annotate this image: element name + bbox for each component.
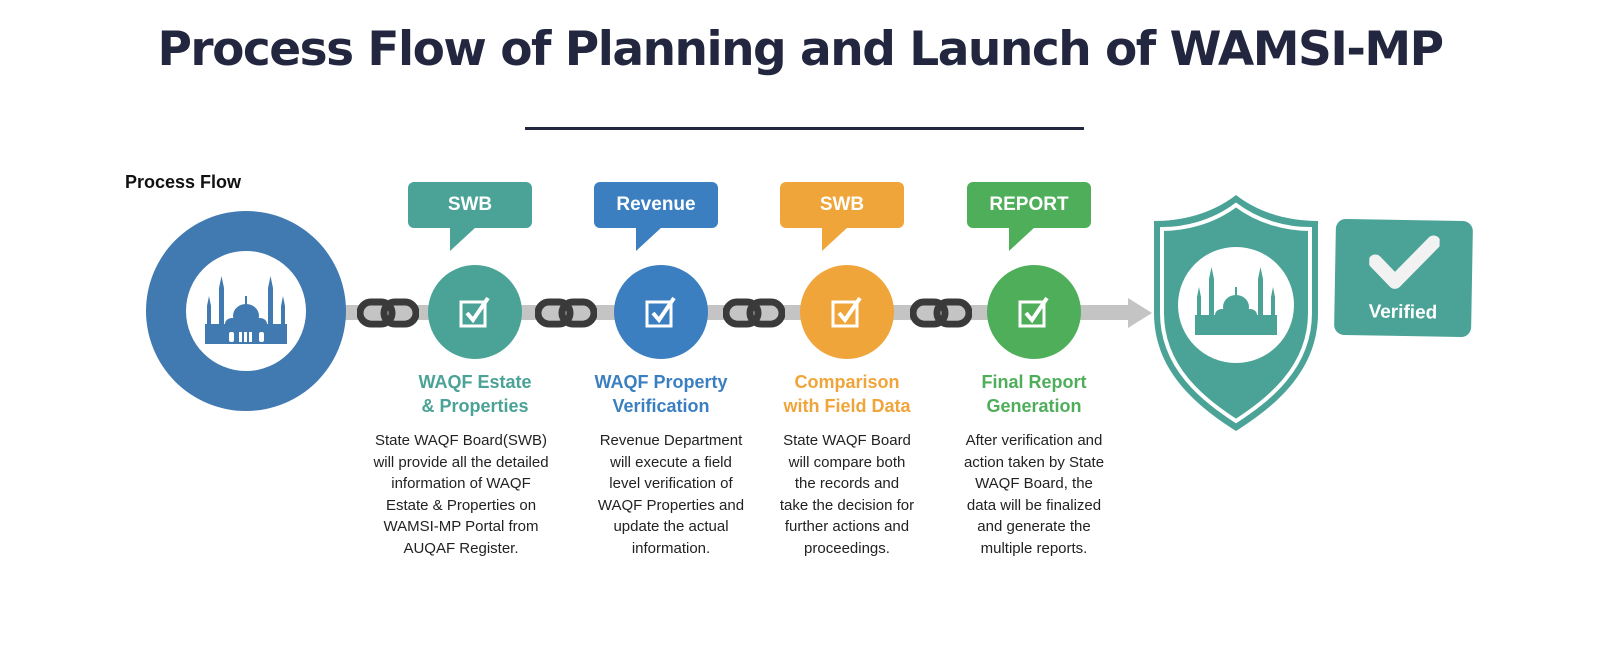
description-line: AUQAF Register. [403,539,519,557]
verified-label: Verified [1368,301,1438,324]
description-line: State WAQF Board(SWB) [375,432,547,449]
checkbox-checked-icon [459,296,490,328]
description-line: will execute a field [610,453,732,471]
description-line: WAQF Properties and [597,496,745,514]
description-line: multiple reports. [980,539,1088,557]
verified-badge: Verified [1333,218,1474,338]
step-circle [800,265,894,359]
description-line: will compare both [788,453,906,471]
description-line: information. [631,539,711,557]
badge-label: SWB [819,194,865,215]
description-line: update the actual [613,518,729,535]
description-line: WAQF Board, the [975,475,1093,492]
chain-link-icon [535,298,597,328]
description-line: action taken by State [963,453,1105,471]
chain-link-icon [357,298,419,328]
description-line: State WAQF Board [783,432,911,449]
step-description: State WAQF Board(SWB) will provide all th… [361,430,561,559]
step-description: Revenue Department will execute a field le… [571,430,771,559]
step-description: State WAQF Board will compare both the rec… [747,430,947,559]
step-circle [428,265,522,359]
description-line: proceedings. [804,539,890,557]
step-badge: REPORT [967,182,1091,228]
description-line: will provide all the detailed [373,453,549,471]
step-title: WAQF Estate& Properties [418,372,532,416]
badge-tail [450,227,476,251]
badge-label: REPORT [989,194,1069,215]
description-line: the records and [794,475,900,492]
step-badge: SWB [780,182,904,228]
chain-link-icon [910,298,972,328]
description-line: information of WAQF [391,475,531,492]
checkbox-checked-icon [645,296,676,328]
step-badge: Revenue [594,182,718,228]
step-badge: SWB [408,182,532,228]
badge-label: Revenue [616,194,696,215]
description-line: WAMSI-MP Portal from [383,518,539,535]
step-circle [614,265,708,359]
description-line: further actions and [784,518,910,535]
description-line: Revenue Department [599,432,743,449]
verified-shield-icon [1154,195,1318,431]
badge-label: SWB [447,194,493,215]
arrow-head-icon [1128,298,1152,328]
description-line: Estate & Properties on [385,496,537,514]
title-divider [525,127,1084,130]
description-line: and generate the [977,518,1091,535]
description-line: After verification and [965,432,1103,449]
description-line: data will be finalized [966,496,1102,514]
checkbox-checked-icon [831,296,862,328]
badge-tail [1009,227,1035,251]
page-title: Process Flow of Planning and Launch of W… [157,22,1444,77]
description-line: level verification of [609,475,733,492]
badge-tail [822,227,848,251]
mosque-icon [186,251,306,371]
checkmark-icon [1368,235,1440,289]
checkbox-checked-icon [1018,296,1049,328]
badge-tail [636,227,662,251]
chain-link-icon [723,298,785,328]
step-description: After verification and action taken by St… [934,430,1134,559]
section-label: Process Flow [125,172,242,192]
description-line: take the decision for [779,496,915,514]
step-circle [987,265,1081,359]
